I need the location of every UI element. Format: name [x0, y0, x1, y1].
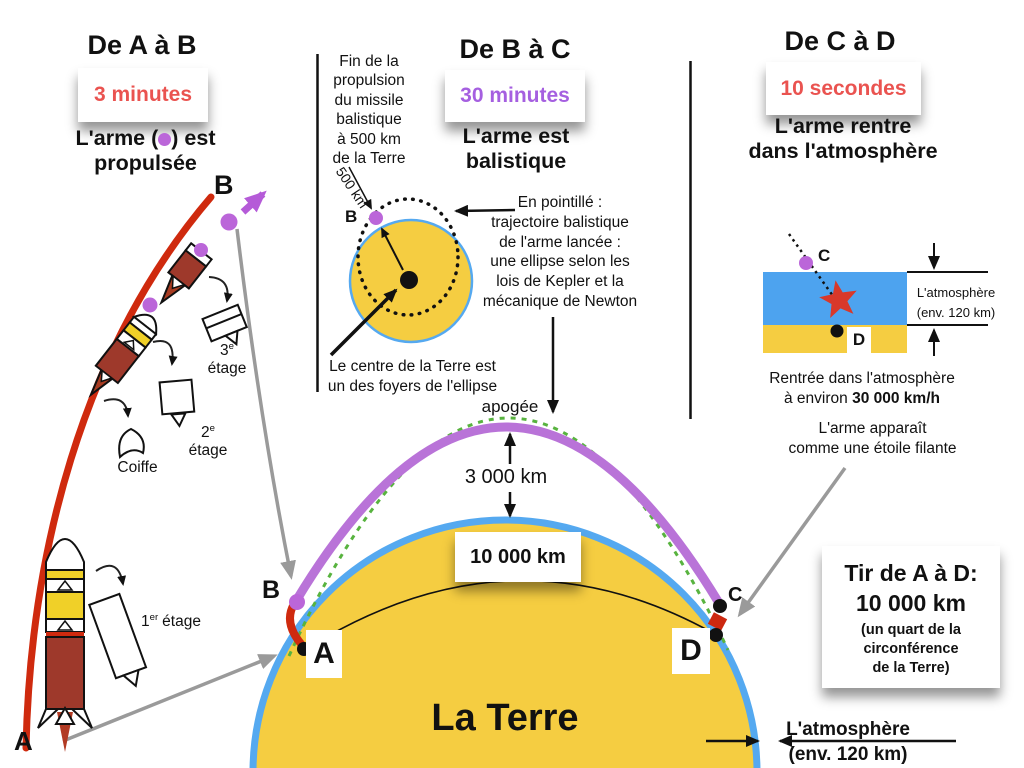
section-bc-duration-box: 30 minutes — [445, 70, 585, 122]
line-b-to-earth — [235, 228, 296, 580]
line-a-to-earth — [62, 654, 278, 743]
label-apogee: apogée — [481, 397, 539, 416]
reentry-burn-mark — [707, 612, 728, 631]
rocket-full — [37, 538, 93, 752]
summary-box: Tir de A à D: 10 000 km (un quart de la … — [822, 546, 1000, 688]
dotted-note-arrow — [454, 204, 516, 217]
center-note-arrow — [329, 288, 398, 357]
label-earth-d: D — [680, 634, 702, 667]
fairing-shape — [118, 427, 145, 459]
reentry-d-dot — [830, 324, 844, 338]
burn-star — [819, 280, 857, 318]
label-earth-a: A — [313, 637, 335, 670]
stage3-discarded — [201, 303, 249, 347]
propulsion-note: Fin de la propulsion du missile balistiq… — [332, 53, 406, 167]
section-ab-duration: 3 minutes — [93, 83, 193, 106]
stage1-discarded — [88, 592, 148, 688]
shooting-star-note: L'arme apparaît comme une étoile filante — [788, 420, 957, 458]
section-ab-duration-box: 3 minutes — [78, 68, 208, 122]
point-b-dot — [289, 594, 305, 610]
label-stage2: 2e étage — [188, 423, 228, 459]
section-ab-title: De A à B — [87, 30, 197, 60]
weapon-dot-legend — [158, 133, 172, 146]
section-ab-desc: L'arme () est propulsée — [75, 126, 216, 175]
label-earth-c: C — [728, 584, 743, 606]
ground-range-box: 10 000 km — [455, 532, 581, 582]
summary-title: Tir de A à D: — [844, 560, 978, 586]
label-la-terre: La Terre — [431, 697, 579, 739]
section-cd-title: De C à D — [784, 26, 896, 56]
separation-arrows — [95, 276, 233, 586]
label-stage3: 3e étage — [207, 341, 247, 377]
label-reentry-c: C — [818, 246, 831, 265]
label-3000km: 3 000 km — [464, 466, 548, 488]
label-point-b-top: B — [214, 170, 234, 200]
weapon-dot-mid — [142, 297, 158, 313]
reentry-c-dot — [799, 256, 813, 270]
line-star-to-reentry — [737, 466, 847, 618]
point-c-dot — [713, 599, 727, 613]
section-separators — [316, 54, 692, 419]
section-cd-desc: L'arme rentre dans l'atmosphère — [748, 114, 938, 163]
earth-a-box: A — [306, 630, 342, 678]
radius-arrow — [381, 227, 404, 271]
rocket-stage2-burn — [88, 313, 158, 398]
section-cd-duration-box: 10 secondes — [766, 62, 921, 115]
label-point-a-bottom: A — [14, 726, 33, 756]
summary-note: (un quart de la circonférence de la Terr… — [861, 621, 961, 676]
weapon-direction-arrow — [240, 190, 267, 215]
reentry-atmosphere-note: L'atmosphère (env. 120 km) — [916, 285, 996, 320]
point-d-dot — [709, 628, 723, 642]
reentry-speed-note: Rentrée dans l'atmosphère à environ 30 0… — [769, 370, 955, 408]
section-bc-duration: 30 minutes — [460, 84, 570, 107]
earth-points — [289, 594, 728, 656]
dotted-trajectory-note: En pointillé : trajectoire balistique de… — [482, 194, 638, 311]
altitude-500-line — [348, 166, 372, 210]
earth-center-dot — [400, 271, 418, 289]
weapon-dot-top-rocket — [194, 243, 208, 257]
reentry-d-box: D — [847, 327, 871, 353]
stage2-discarded — [158, 378, 196, 428]
label-10000km: 10 000 km — [470, 546, 566, 568]
launch-trajectory-red — [22, 193, 215, 752]
label-reentry-d: D — [852, 330, 866, 349]
ballistic-arc-purple — [291, 422, 724, 608]
label-small-b: B — [345, 207, 358, 226]
kepler-ellipse-dashed — [287, 416, 730, 657]
label-fairing: Coiffe — [117, 459, 158, 476]
small-b-dot — [369, 211, 383, 225]
section-bc-desc: L'arme est balistique — [462, 124, 570, 173]
summary-distance: 10 000 km — [856, 590, 966, 617]
label-earth-b: B — [262, 576, 281, 604]
gray-reference-lines — [62, 228, 847, 743]
weapon-dot-top — [220, 213, 238, 231]
label-atmosphere-extent: (env. 120 km) — [788, 744, 908, 765]
section-bc-title: De B à C — [459, 34, 571, 64]
reentry-diagram — [763, 233, 988, 356]
kepler-diagram — [329, 166, 559, 414]
section-cd-duration: 10 secondes — [780, 77, 907, 100]
earth-d-box: D — [672, 628, 710, 674]
label-atmosphere: L'atmosphère — [786, 719, 910, 740]
dotted-ellipse-orbit — [356, 197, 460, 317]
ellipse-focus-note: Le centre de la Terre est un des foyers … — [327, 358, 498, 395]
